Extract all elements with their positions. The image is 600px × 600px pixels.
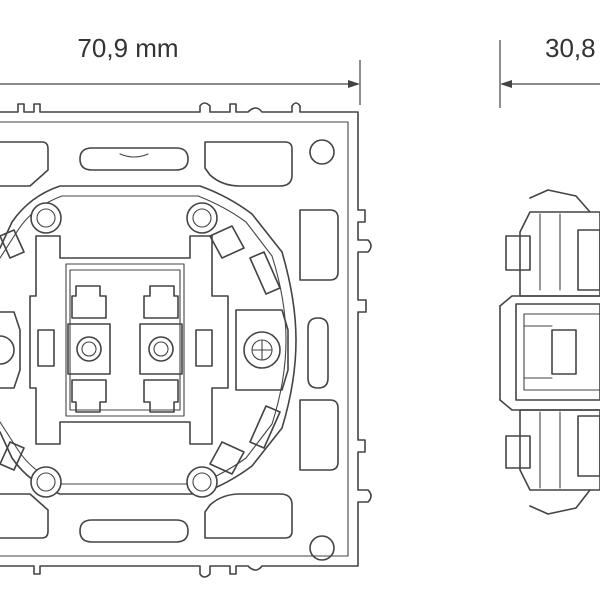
fixing-hole-bottom-right	[309, 535, 335, 561]
pivot-screw-right	[235, 309, 289, 391]
width-dimension: 70,9 mm	[0, 33, 361, 105]
width-dimension-label: 70,9 mm	[77, 33, 178, 63]
contact-clips	[71, 285, 179, 413]
corner-screws	[30, 202, 218, 498]
switch-housing	[29, 235, 229, 445]
fixing-hole-top-right	[309, 139, 335, 165]
mechanism-body-outline	[0, 185, 297, 495]
pivot-screw-left	[0, 311, 21, 389]
depth-dimension: 30,8	[499, 33, 600, 108]
terminal-left	[67, 323, 111, 375]
mounting-plate-outline	[0, 102, 372, 578]
right-vertical-slot	[307, 317, 329, 389]
top-mounting-slot	[79, 147, 189, 171]
bottom-mounting-slot	[79, 519, 189, 543]
depth-dimension-label: 30,8	[545, 33, 596, 63]
front-view	[0, 102, 372, 578]
terminal-right	[139, 323, 183, 375]
side-view	[499, 189, 600, 515]
